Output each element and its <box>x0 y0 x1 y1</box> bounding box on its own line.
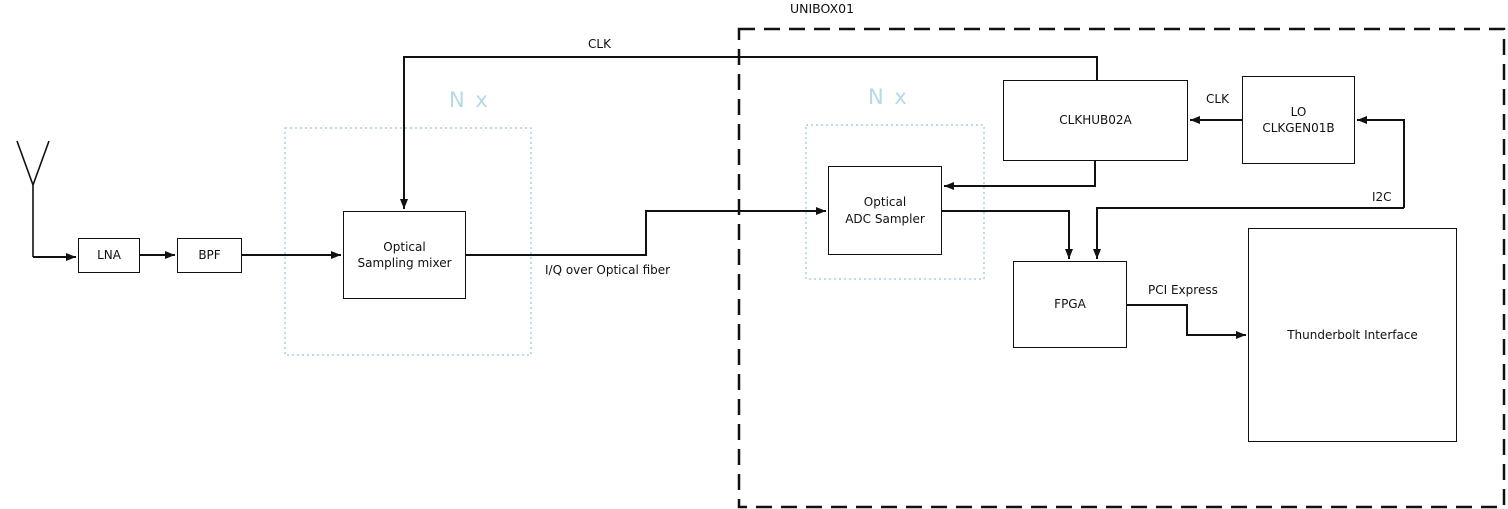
block-lna: LNA <box>78 238 140 273</box>
block-optical-sampling-mixer: Optical Sampling mixer <box>343 211 466 299</box>
block-lo-clkgen01b-label: LO CLKGEN01B <box>1262 104 1335 135</box>
connector-adc-to-fpga <box>942 210 1073 259</box>
connector-mixer-to-adc-iq <box>466 207 826 256</box>
edge-label-pci-express: PCI Express <box>1148 283 1218 297</box>
connector-i2c-to-lo <box>1357 116 1405 208</box>
connector-i2c-to-fpga <box>1093 207 1404 259</box>
edge-label-iq-fiber: I/Q over Optical fiber <box>545 263 671 277</box>
block-fpga-label: FPGA <box>1054 297 1086 312</box>
block-clkhub02a-label: CLKHUB02A <box>1059 113 1132 128</box>
block-bpf: BPF <box>177 238 242 273</box>
block-lna-label: LNA <box>97 248 121 263</box>
block-lo-clkgen01b: LO CLKGEN01B <box>1242 76 1355 164</box>
edge-label-i2c: I2C <box>1372 190 1392 204</box>
block-optical-adc-sampler: Optical ADC Sampler <box>828 166 942 255</box>
unibox01-dashed-border <box>737 27 1506 509</box>
block-thunderbolt-interface: Thunderbolt Interface <box>1248 228 1457 442</box>
adc-group-label: N x <box>868 85 909 109</box>
block-fpga: FPGA <box>1013 261 1127 348</box>
mixer-group-label: N x <box>449 88 490 112</box>
edge-label-clk-top: CLK <box>588 37 611 51</box>
unibox01-title: UNIBOX01 <box>790 1 855 16</box>
block-thunderbolt-interface-label: Thunderbolt Interface <box>1287 327 1418 342</box>
mixer-group-dotted-border <box>284 127 532 356</box>
adc-group-dotted-border <box>805 124 985 280</box>
block-bpf-label: BPF <box>198 248 221 263</box>
block-optical-sampling-mixer-label: Optical Sampling mixer <box>357 239 452 270</box>
antenna-icon <box>16 140 50 257</box>
block-clkhub02a: CLKHUB02A <box>1003 80 1188 161</box>
block-optical-adc-sampler-label: Optical ADC Sampler <box>845 195 925 226</box>
edge-label-clk-lo-to-hub: CLK <box>1206 92 1229 106</box>
connector-fpga-to-thunderbolt <box>1127 304 1246 339</box>
connector-clk-top-to-mixer <box>400 56 1098 209</box>
connector-clkhub-to-adc <box>944 161 1096 190</box>
